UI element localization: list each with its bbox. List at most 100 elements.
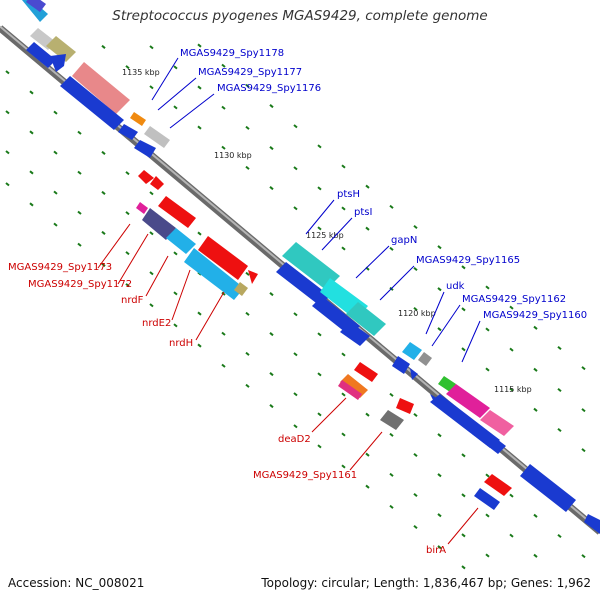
ring-dash — [53, 190, 58, 195]
ring-dash — [317, 226, 322, 231]
ring-dash — [245, 383, 250, 388]
ring-dash — [101, 230, 106, 235]
ring-dash — [125, 283, 130, 288]
ring-dash — [389, 204, 394, 209]
gene-label: MGAS9429_Spy1178 — [180, 48, 284, 59]
ring-dash — [5, 182, 10, 187]
feature-block — [354, 362, 378, 382]
ring-dash — [533, 367, 538, 372]
ring-dash — [149, 271, 154, 276]
ring-dash — [293, 312, 298, 317]
ring-dash — [317, 444, 322, 449]
ring-dash — [245, 351, 250, 356]
ring-dash — [149, 85, 154, 90]
ring-dash — [293, 352, 298, 357]
ring-dash — [341, 164, 346, 169]
feature-block — [402, 342, 422, 360]
feature-block — [150, 176, 164, 190]
gene-label: udk — [446, 281, 465, 292]
gene-label: MGAS9429_Spy1162 — [462, 294, 566, 305]
ring-dash — [173, 65, 178, 70]
feature-block — [340, 322, 370, 346]
ring-dash — [581, 366, 586, 371]
ring-dash — [461, 347, 466, 352]
ring-dash — [53, 150, 58, 155]
feature-blocks — [22, 0, 600, 534]
ring-dash — [509, 533, 514, 538]
ring-dash — [461, 565, 466, 570]
ring-dash — [437, 545, 442, 550]
ring-dash — [221, 63, 226, 68]
topology-text: Topology: circular; Length: 1,836,467 bp… — [261, 576, 591, 590]
ring-dash — [125, 171, 130, 176]
ring-dash — [533, 407, 538, 412]
ring-dash — [269, 146, 274, 151]
feature-block — [144, 126, 170, 148]
feature-block — [340, 374, 368, 398]
ring-dash — [533, 553, 538, 558]
ring-dash — [221, 363, 226, 368]
ring-dash — [101, 262, 106, 267]
feature-block — [130, 112, 146, 126]
ring-dash — [269, 104, 274, 109]
feature-block — [46, 36, 76, 62]
ring-dash — [269, 186, 274, 191]
ring-dash — [557, 387, 562, 392]
ring-dash — [581, 448, 586, 453]
ring-dash — [245, 125, 250, 130]
ring-dash — [413, 492, 418, 498]
ring-dash — [125, 65, 130, 70]
gene-label: MGAS9429_Spy1172 — [28, 279, 132, 290]
ring-dash — [293, 206, 298, 211]
ring-dash — [245, 83, 250, 88]
reverse-leaders — [97, 223, 479, 545]
tick-label-1115: 1115 kbp — [494, 385, 532, 394]
ring-dash — [581, 554, 586, 559]
feature-block — [138, 170, 154, 184]
ring-dash — [317, 412, 322, 417]
feature-block — [134, 140, 156, 158]
ring-dash — [5, 70, 10, 75]
ring-dash — [149, 45, 154, 50]
gene-label: MGAS9429_Spy1160 — [483, 310, 587, 321]
ring-dash — [197, 231, 202, 236]
ring-dash — [5, 110, 10, 115]
feature-block — [446, 384, 490, 418]
ring-dash — [173, 323, 178, 328]
feature-block — [166, 228, 196, 254]
ring-dash — [341, 246, 346, 251]
feature-block — [60, 76, 124, 130]
ring-dash — [101, 190, 106, 195]
ring-dash — [125, 211, 130, 216]
feature-block — [248, 270, 258, 284]
ring-dash — [317, 186, 322, 191]
ring-dash — [365, 484, 370, 489]
gene-label: MGAS9429_Spy1165 — [416, 255, 520, 266]
gene-label: nrdE2 — [142, 318, 171, 329]
feature-block — [472, 426, 506, 454]
ring-dash — [53, 222, 58, 227]
ring-dash — [509, 347, 514, 352]
ring-dash — [269, 372, 274, 377]
ring-dash — [245, 271, 250, 276]
gene-label: ptsH — [337, 189, 360, 200]
ring-dash — [413, 266, 418, 272]
ring-dash — [581, 408, 586, 413]
ring-dash — [221, 331, 226, 336]
ring-dash — [341, 464, 346, 469]
ring-dash — [485, 327, 490, 332]
feature-block — [392, 356, 410, 374]
feature-block — [22, 0, 48, 22]
ring-dash — [245, 311, 250, 316]
ring-dash — [173, 251, 178, 256]
ring-dash — [29, 130, 34, 135]
feature-block — [26, 42, 56, 68]
ring-dash — [437, 245, 442, 250]
ring-dash — [149, 231, 154, 236]
feature-block — [474, 488, 500, 510]
ring-dash — [293, 424, 298, 429]
ring-dash — [125, 251, 130, 256]
ring-dash — [197, 125, 202, 130]
ring-dash — [341, 206, 346, 211]
tick-label-1120: 1120 kbp — [398, 309, 436, 318]
